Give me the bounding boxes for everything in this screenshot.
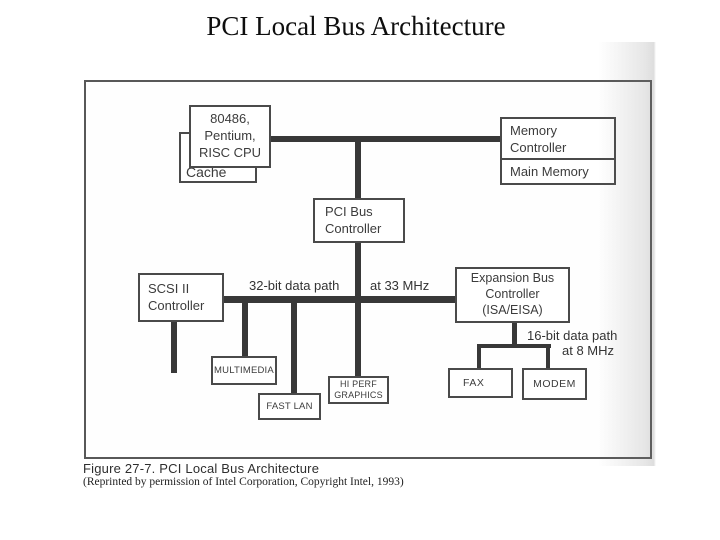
isa-bus-line [477, 344, 551, 348]
pci-bus-width-label: 32-bit data path [249, 278, 340, 293]
figure-caption: Figure 27-7. PCI Local Bus Architecture [83, 461, 320, 476]
hi-perf-graphics-box: HI PERF GRAPHICS [328, 376, 389, 404]
pci-bus-line [223, 296, 455, 303]
main-memory-label: Main Memory [510, 164, 589, 179]
modem-box: MODEM [522, 368, 587, 400]
expansion-bus-controller-box: Expansion Bus Controller (ISA/EISA) [455, 267, 570, 323]
host-bus-line [268, 136, 502, 142]
figure-credit: (Reprinted by permission of Intel Corpor… [83, 476, 404, 488]
fax-branch-line [477, 346, 481, 369]
expansion-branch-line [512, 323, 517, 347]
fast-lan-branch-line [291, 300, 297, 395]
multimedia-branch-line [242, 300, 248, 358]
slide-title: PCI Local Bus Architecture [206, 11, 506, 41]
scsi-branch-line [171, 322, 177, 373]
multimedia-box: MULTIMEDIA [211, 356, 277, 385]
cpu-box: 80486, Pentium, RISC CPU [189, 105, 271, 168]
modem-branch-line [546, 346, 550, 369]
pci-bus-speed-label: at 33 MHz [370, 278, 430, 293]
expansion-bus-width-label: 16-bit data path [527, 328, 618, 343]
fast-lan-box: FAST LAN [258, 393, 321, 420]
fax-box: FAX [448, 368, 513, 398]
scsi-controller-box: SCSI II Controller [138, 273, 224, 322]
pci-bus-controller-box: PCI Bus Controller [313, 198, 405, 243]
memory-controller-label: Memory Controller [502, 119, 614, 160]
expansion-bus-speed-label: at 8 MHz [562, 343, 615, 358]
memory-box: Memory Controller Main Memory [500, 117, 616, 185]
pci-controller-vertical-line [355, 136, 361, 378]
